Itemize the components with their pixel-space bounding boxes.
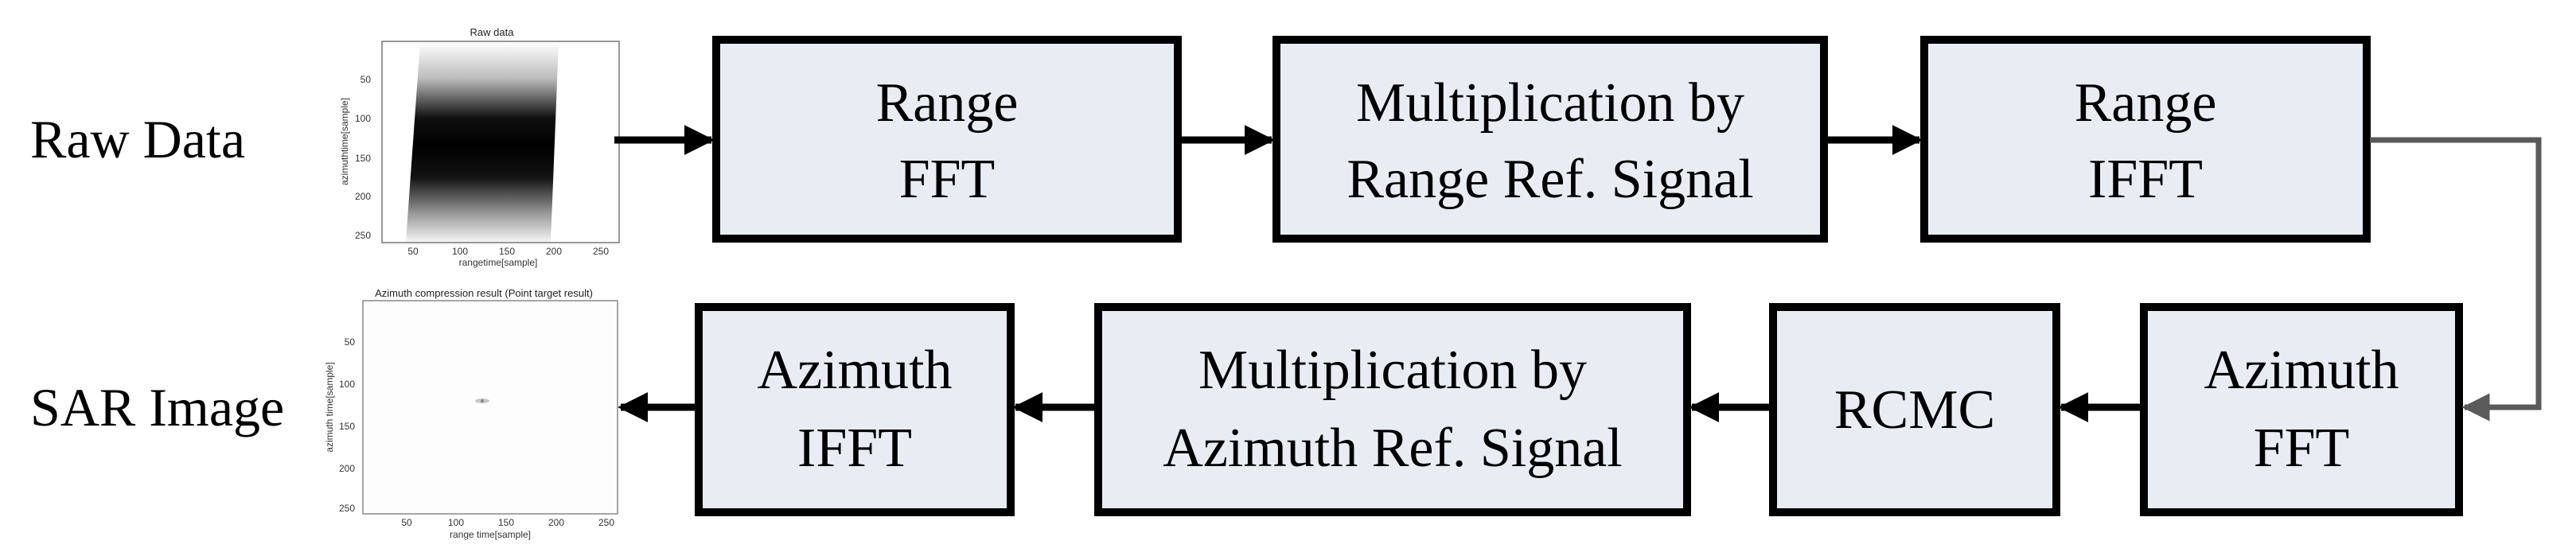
raw-data-plot: Raw data 50 100 150 200 250 50 100 150 2…	[339, 26, 620, 268]
sar-xtick-3: 150	[498, 517, 514, 528]
raw-xtick-2: 100	[452, 246, 468, 257]
sar-plot-title: Azimuth compression result (Point target…	[375, 287, 593, 299]
sar-xtick-1: 50	[401, 517, 412, 528]
azimuth-fft-line-1: Azimuth	[2204, 340, 2399, 401]
sar-ytick-1: 50	[345, 336, 356, 348]
sar-xtick-2: 100	[448, 517, 464, 528]
raw-xtick-4: 200	[546, 246, 562, 257]
sar-point-target-core	[481, 399, 484, 402]
raw-xtick-3: 150	[499, 246, 515, 257]
rcmc-box: RCMC	[1769, 303, 2060, 516]
sar-ytick-2: 100	[339, 379, 355, 390]
raw-plot-title: Raw data	[470, 26, 515, 38]
range-ifft-line-2: IFFT	[2088, 149, 2203, 210]
sar-xtick-5: 250	[598, 517, 614, 528]
multiplication-range-ref-box: Multiplication by Range Ref. Signal	[1272, 36, 1828, 243]
mult-range-line-2: Range Ref. Signal	[1346, 149, 1753, 210]
sar-ytick-3: 150	[339, 421, 355, 432]
sar-image-label: SAR Image	[30, 377, 284, 437]
raw-ytick-4: 200	[355, 191, 371, 202]
sar-plot-frame	[362, 300, 618, 515]
azimuth-fft-box: Azimuth FFT	[2140, 303, 2463, 516]
sar-image-plot: Azimuth compression result (Point target…	[324, 287, 618, 540]
raw-xtick-5: 250	[593, 246, 609, 257]
sar-ytick-5: 250	[339, 503, 355, 514]
range-ifft-line-1: Range	[2075, 72, 2217, 134]
azimuth-fft-line-2: FFT	[2254, 418, 2350, 479]
raw-xtick-1: 50	[407, 246, 419, 257]
sar-xtick-4: 200	[548, 517, 564, 528]
rcmc-line-1: RCMC	[1834, 379, 1995, 441]
range-fft-line-1: Range	[876, 72, 1019, 134]
sar-plot-ylabel: azimuth time[sample]	[324, 362, 335, 452]
azimuth-ifft-box: Azimuth IFFT	[695, 303, 1015, 516]
raw-plot-signal-band	[406, 42, 559, 242]
arrow-range-ifft-to-azimuth-fft	[2370, 137, 2542, 422]
multiplication-azimuth-ref-box: Multiplication by Azimuth Ref. Signal	[1094, 303, 1691, 516]
sar-ytick-4: 200	[339, 463, 355, 474]
raw-ytick-3: 150	[355, 153, 371, 164]
sar-plot-xlabel: range time[sample]	[450, 529, 531, 540]
mult-range-line-1: Multiplication by	[1356, 72, 1744, 134]
mult-azimuth-line-2: Azimuth Ref. Signal	[1163, 418, 1622, 479]
raw-ytick-2: 100	[355, 113, 371, 124]
raw-plot-xlabel: rangetime[sample]	[459, 257, 538, 268]
raw-ytick-1: 50	[360, 74, 372, 85]
azimuth-ifft-line-1: Azimuth	[758, 340, 953, 401]
mult-azimuth-line-1: Multiplication by	[1198, 340, 1587, 401]
raw-data-label: Raw Data	[30, 109, 245, 169]
range-ifft-box: Range IFFT	[1920, 36, 2371, 243]
range-fft-line-2: FFT	[899, 149, 996, 210]
range-fft-box: Range FFT	[712, 36, 1182, 243]
raw-plot-ylabel: azimuthtime[sample]	[339, 98, 350, 185]
raw-ytick-5: 250	[355, 230, 371, 241]
azimuth-ifft-line-2: IFFT	[797, 418, 912, 479]
